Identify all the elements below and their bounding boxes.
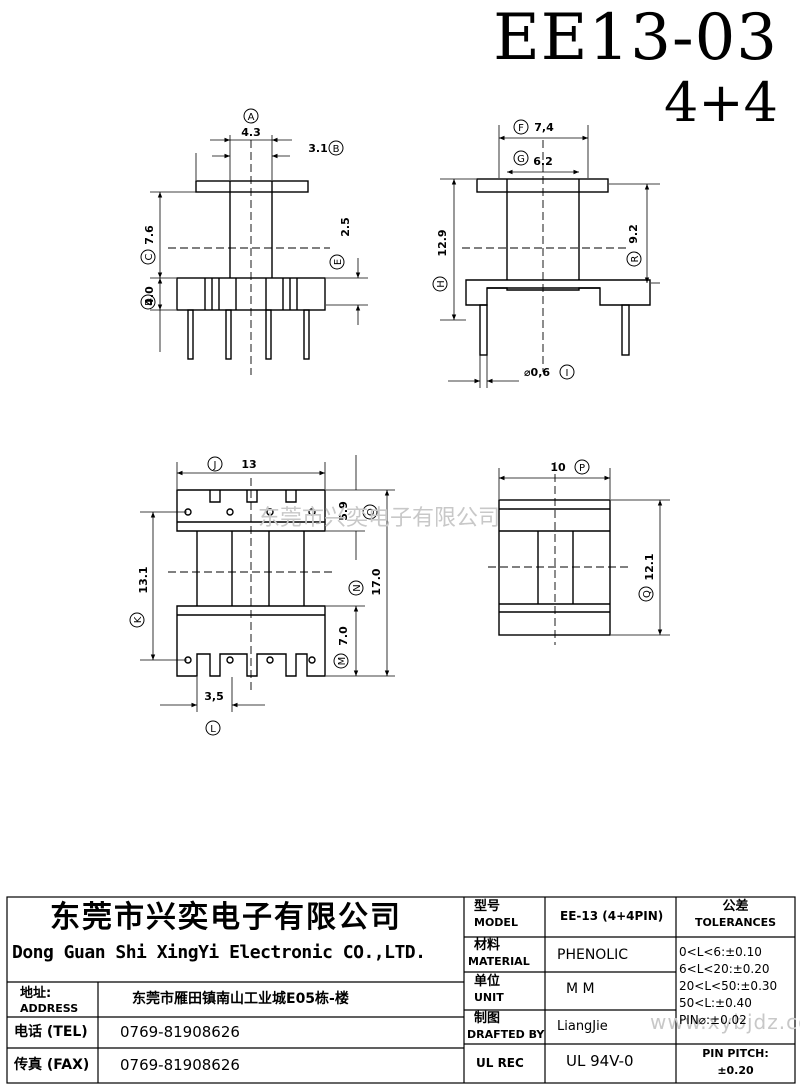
svg-text:K: K <box>133 616 144 623</box>
dim-E-value: 2.5 <box>339 217 352 237</box>
model-label-cn: 型号 <box>474 899 501 914</box>
corner-watermark: www.xybjdz.com <box>650 1010 800 1034</box>
ref-circle-R: R <box>626 251 642 267</box>
ref-circle-K: K <box>129 612 145 628</box>
tolerance-title-en: TOLERANCES <box>694 916 777 929</box>
address-label-en: ADDRESS <box>20 1002 79 1015</box>
svg-text:B: B <box>333 144 340 155</box>
tel-value: 0769-81908626 <box>120 1023 240 1041</box>
unit-value: M M <box>566 981 595 997</box>
material-label-cn: 材料 <box>474 938 501 953</box>
drafted-label-en: DRAFTED BY <box>467 1028 545 1041</box>
dim-G-value: 6.2 <box>533 155 553 168</box>
dim-B-value: 3.1 <box>308 142 328 155</box>
company-name-en: Dong Guan Shi XingYi Electronic CO.,LTD. <box>12 942 426 963</box>
svg-text:C: C <box>144 253 155 260</box>
ref-circle-B: B <box>328 140 344 156</box>
dim-K-value: 13.1 <box>137 566 150 593</box>
ref-circle-Q: Q <box>638 586 654 602</box>
dim-A-value: 4.3 <box>241 126 261 139</box>
svg-text:A: A <box>248 112 255 123</box>
drafted-value: LiangJie <box>557 1019 608 1034</box>
svg-text:D: D <box>144 298 155 306</box>
tel-label: 电话 (TEL) <box>14 1024 88 1040</box>
dim-N-value: 17.0 <box>370 568 383 595</box>
tolerance-row: PIN⌀:±0.02 <box>679 1013 747 1027</box>
ref-circle-P: P <box>574 459 590 475</box>
svg-text:I: I <box>566 368 569 379</box>
tolerance-row: 6<L<20:±0.20 <box>679 962 770 976</box>
dim-C-value: 7.6 <box>143 225 156 245</box>
dim-L-value: 3,5 <box>204 690 224 703</box>
pin-config-title: 4+4 <box>664 71 778 134</box>
pin-pitch-value: ±0.20 <box>717 1064 754 1077</box>
tolerance-row: 0<L<6:±0.10 <box>679 945 762 959</box>
svg-text:P: P <box>579 463 585 474</box>
svg-text:J: J <box>213 460 217 471</box>
center-watermark: 东莞市兴奕电子有限公司 <box>258 506 501 531</box>
ref-circle-J: J <box>207 456 223 472</box>
svg-text:Q: Q <box>642 590 653 598</box>
material-label-en: MATERIAL <box>468 955 530 968</box>
svg-text:O: O <box>366 508 377 516</box>
dim-F-value: 7,4 <box>534 121 554 134</box>
dim-I-value: ⌀0,6 <box>524 366 550 379</box>
unit-label-cn: 单位 <box>474 974 501 989</box>
ref-circle-A: A <box>243 108 259 124</box>
ref-circle-G: G <box>513 150 529 166</box>
tolerance-title-cn: 公差 <box>722 899 749 914</box>
unit-label-en: UNIT <box>474 991 504 1004</box>
tolerance-row: 20<L<50:±0.30 <box>679 979 778 993</box>
svg-text:G: G <box>517 154 525 165</box>
address-value: 东莞市雁田镇南山工业城E05栋-楼 <box>132 991 349 1007</box>
svg-text:E: E <box>333 259 344 265</box>
ref-circle-F: F <box>513 119 529 135</box>
svg-text:R: R <box>630 255 641 262</box>
ref-circle-L: L <box>205 720 221 736</box>
fax-label: 传真 (FAX) <box>14 1057 90 1073</box>
address-label-cn: 地址: <box>20 986 52 1001</box>
end-view <box>488 462 670 645</box>
svg-text:N: N <box>352 584 363 591</box>
pin-pitch-label: PIN PITCH: <box>702 1047 769 1060</box>
svg-text:H: H <box>436 280 447 288</box>
title-block <box>6 896 796 1084</box>
ref-circle-I: I <box>559 364 575 380</box>
company-name-cn: 东莞市兴奕电子有限公司 <box>50 900 402 935</box>
model-label-en: MODEL <box>474 916 518 929</box>
ref-circle-C: C <box>140 249 156 265</box>
fax-value: 0769-81908626 <box>120 1056 240 1074</box>
ref-circle-E: E <box>329 254 345 270</box>
dim-R-value: 9.2 <box>627 224 640 244</box>
tolerance-row: 50<L:±0.40 <box>679 996 752 1010</box>
svg-text:F: F <box>518 123 524 134</box>
top-view <box>140 455 395 712</box>
ul-label: UL REC <box>476 1056 524 1070</box>
ref-circle-H: H <box>432 276 448 292</box>
dim-P-value: 10 <box>550 461 566 474</box>
ref-circle-M: M <box>333 653 349 669</box>
drafted-label-cn: 制图 <box>474 1011 501 1026</box>
material-value: PHENOLIC <box>557 947 629 963</box>
side-view <box>440 125 660 388</box>
model-value: EE-13 (4+4PIN) <box>560 909 664 923</box>
svg-text:M: M <box>337 657 348 666</box>
svg-text:L: L <box>210 724 216 735</box>
ul-value: UL 94V-0 <box>566 1052 634 1070</box>
dim-D-value: 4.0 <box>143 286 156 306</box>
ref-circle-O: O <box>362 504 378 520</box>
part-number-title: EE13-03 <box>493 1 778 75</box>
dim-O-value: 5.9 <box>337 501 350 521</box>
front-view <box>150 135 368 375</box>
dim-H-value: 12.9 <box>436 229 449 256</box>
ref-circle-D: D <box>140 294 156 310</box>
dim-Q-value: 12.1 <box>643 553 656 580</box>
dim-M-value: 7.0 <box>337 626 350 646</box>
ref-circle-N: N <box>348 580 364 596</box>
dim-J-value: 13 <box>241 458 256 471</box>
